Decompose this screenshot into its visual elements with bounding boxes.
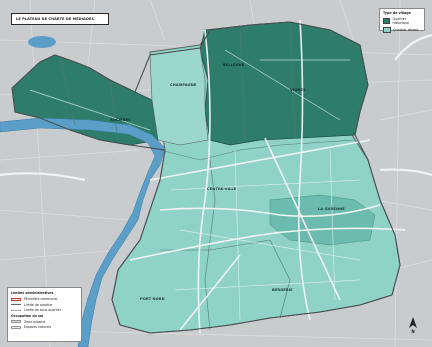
legend-swatch-light bbox=[383, 27, 391, 33]
label-east: LA GARENNE bbox=[318, 207, 345, 211]
commune-dark-north bbox=[199, 21, 369, 146]
legend-item-quarter: Limite de quartier bbox=[11, 303, 78, 307]
label-south: BERGERIE bbox=[272, 288, 293, 292]
legend-village-type-title: Type de village bbox=[383, 11, 411, 15]
lake bbox=[28, 36, 56, 48]
legend-swatch-subquarter bbox=[11, 309, 21, 311]
legend-landuse-title: Occupation du sol bbox=[11, 313, 44, 318]
legend-swatch-natural bbox=[11, 325, 21, 329]
legend-item-label: Limite de sous-quartier bbox=[24, 308, 62, 313]
legend-item-natural: Espaces naturels bbox=[11, 325, 78, 329]
legend-item-recent: Quartier récent bbox=[383, 27, 421, 33]
legend-swatch-urban bbox=[11, 320, 21, 324]
commune-boundary bbox=[11, 21, 401, 334]
label-north-quarter: CHAMPAGNE bbox=[170, 83, 197, 87]
legend-item-subquarter: Limite de sous-quartier bbox=[11, 308, 78, 312]
legend-item-label: Quartier historique bbox=[392, 17, 409, 25]
north-label: N bbox=[411, 329, 415, 334]
minor-roads-commune bbox=[29, 49, 361, 321]
label-center: CENTRE-VILLE bbox=[207, 187, 237, 191]
legend-item-urban: Zone urbaine bbox=[11, 320, 78, 324]
legend-item-label: Périmètre communal bbox=[24, 297, 58, 301]
label-ne-quarter: VIGNES bbox=[290, 88, 306, 92]
legend-item-commune: Périmètre communal bbox=[11, 297, 78, 301]
legend-item-label: Limite de quartier bbox=[24, 302, 53, 307]
legend-boundaries-title: Limites administratives bbox=[11, 291, 54, 295]
legend-item-label: Zone urbaine bbox=[24, 319, 46, 324]
legend-item-label: Quartier récent bbox=[393, 27, 419, 32]
label-sw: PORT NORD bbox=[140, 297, 165, 301]
label-nw-quarter: BELLEVUE bbox=[223, 63, 245, 67]
commune-light-west-link bbox=[149, 47, 209, 146]
map-title: LE PLATEAU DE CHARTE DE MEDIADES bbox=[11, 13, 109, 25]
label-west: ROSIÈRES bbox=[110, 118, 131, 122]
legend-swatch-dark bbox=[383, 18, 391, 24]
legend-boundaries: Limites administratives Périmètre commun… bbox=[7, 287, 82, 342]
legend-swatch-commune bbox=[11, 297, 21, 301]
legend-item-label: Espaces naturels bbox=[24, 325, 52, 330]
major-roads-commune bbox=[129, 19, 406, 334]
legend-village-type: Type de village Quartier historique Quar… bbox=[379, 8, 425, 33]
legend-item-historic: Quartier historique bbox=[383, 17, 421, 25]
legend-swatch-quarter bbox=[11, 304, 21, 306]
north-arrow: N bbox=[409, 317, 417, 334]
north-arrow-icon bbox=[409, 317, 417, 328]
